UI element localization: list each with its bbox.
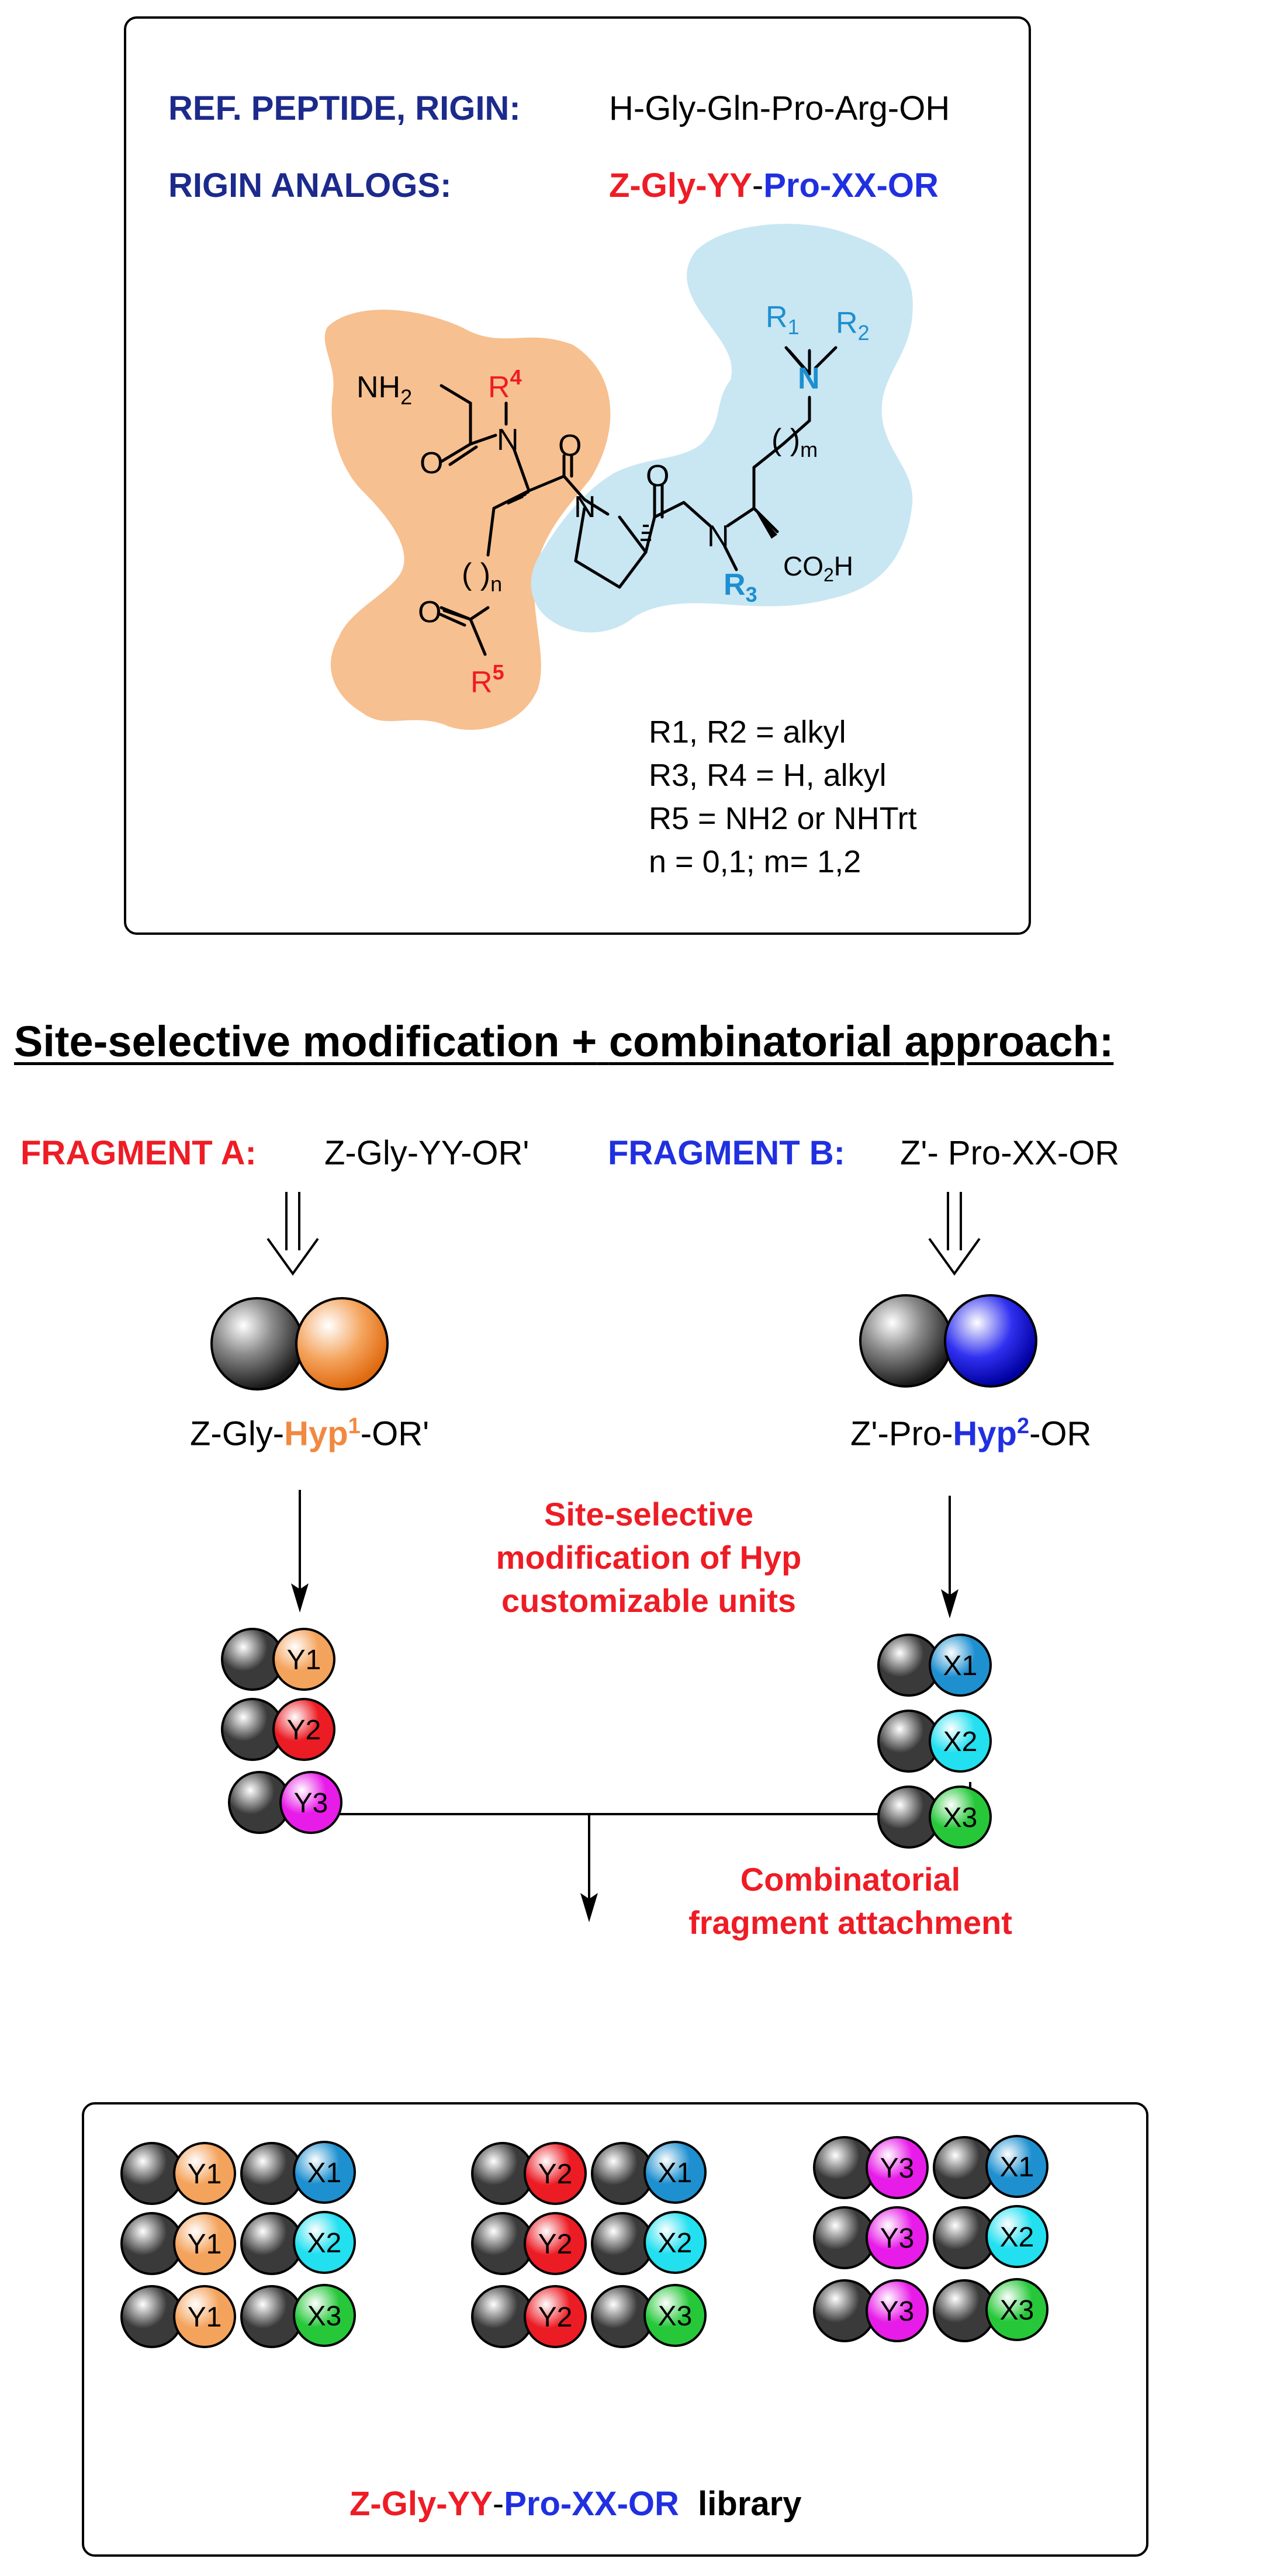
library-y3-x2-x2-bead-label: X2 <box>1000 2222 1034 2253</box>
fragment-b-x3-x3-bead-label: X3 <box>943 1802 978 1833</box>
library-y3-x2-y3-bead <box>866 2206 929 2269</box>
proline-n-label: N <box>574 490 596 524</box>
nh2-label: NH2 <box>357 370 412 409</box>
rigin-analogs-label: RIGIN ANALOGS: <box>168 167 452 204</box>
library-y1-x3-y1-bead <box>173 2285 236 2348</box>
library-y1-x3-y1-bead-label: Y1 <box>188 2302 222 2333</box>
fragment-b-x1-x1-bead-label: X1 <box>943 1651 978 1681</box>
arg-m-bracket-label: ( )m <box>771 423 818 462</box>
library-y1-x2-x2-bead-label: X2 <box>307 2228 342 2259</box>
library-y1-x2-y1-bead-label: Y1 <box>188 2229 222 2260</box>
library-y1-x3-x3-bead <box>293 2284 356 2347</box>
library-y3-x1-x1-bead-label: X1 <box>1000 2152 1034 2183</box>
library-y2-x1-x1-bead-label: X1 <box>658 2158 693 2189</box>
fragment-a-y3-y3-bead-label: Y3 <box>294 1788 328 1819</box>
library-y2-x1-y2-bead-label: Y2 <box>538 2159 573 2190</box>
structure-box <box>124 16 1031 935</box>
library-box <box>82 2102 1148 2557</box>
fragment-a-hyp-formula: Z-Gly-Hyp1-OR' <box>190 1414 430 1453</box>
legend-line-4: n = 0,1; m= 1,2 <box>649 844 861 879</box>
middle-note: Site-selective modification of Hyp custo… <box>496 1496 802 1619</box>
library-y1-x2-y1-bead <box>173 2212 236 2275</box>
amide-n-label: N <box>497 423 519 457</box>
r3-label: R3 <box>724 568 757 606</box>
fragment-a-y2-y2-bead-label: Y2 <box>287 1715 321 1746</box>
library-y3-x1-y3-bead-label: Y3 <box>880 2153 915 2184</box>
fragment-b-x3-x3-bead <box>929 1785 992 1849</box>
library-y1-x3-x3-bead-label: X3 <box>307 2301 342 2332</box>
gln-carbonyl-o: O <box>558 429 582 463</box>
library-y2-x3-x3-bead <box>643 2284 707 2347</box>
pro-carbonyl-o: O <box>646 459 669 493</box>
fragment-a-y1-y1-bead <box>272 1628 335 1691</box>
library-y1-x1-x1-bead-label: X1 <box>307 2158 342 2189</box>
combine-note: Combinatorial fragment attachment <box>688 1861 1012 1941</box>
fragment-a-y2-y2-bead <box>272 1698 335 1761</box>
library-y3-x2-x2-bead <box>985 2205 1048 2268</box>
library-y3-x2-y3-bead-label: Y3 <box>880 2223 915 2254</box>
fragment-b-region <box>531 224 913 633</box>
library-y2-x2-y2-bead-label: Y2 <box>538 2229 573 2260</box>
co2h-label: CO2H <box>783 551 853 585</box>
terminal-n-label: N <box>798 362 820 396</box>
library-y3-x1-x1-bead <box>985 2135 1048 2198</box>
fragment-b-x2-x2-bead-label: X2 <box>943 1726 978 1757</box>
r5-label: R5 <box>470 660 504 699</box>
fragment-flow-graphics <box>210 1192 1037 1922</box>
legend-line-1: R1, R2 = alkyl <box>649 715 846 750</box>
r1-label: R1 <box>766 300 800 339</box>
r4-label: R4 <box>488 365 522 404</box>
hyp2-bead <box>944 1294 1037 1388</box>
fragment-a-y3-y3-bead <box>279 1771 342 1834</box>
rigin-analog-structure: NH2 N R4 O O O O N N R3 CO2H R5 ( )n ( )… <box>324 224 913 730</box>
library-y3-x1-y3-bead <box>866 2136 929 2199</box>
fragment-a-formula: Z-Gly-YY-OR' <box>324 1134 530 1172</box>
library-y2-x2-x2-bead-label: X2 <box>658 2228 693 2259</box>
fragment-b-x1-x1-bead <box>929 1634 992 1697</box>
library-y1-x2-x2-bead <box>293 2211 356 2274</box>
library-y2-x2-x2-bead <box>643 2211 707 2274</box>
gly-carbonyl-o: O <box>420 446 443 480</box>
library-y3-x3-x3-bead <box>985 2278 1048 2341</box>
library-y2-x3-x3-bead-label: X3 <box>658 2301 693 2332</box>
library-y1-x1-y1-bead <box>173 2142 236 2205</box>
library-caption: Z-Gly-YY-Pro-XX-OR library <box>349 2485 802 2523</box>
library-y2-x3-y2-bead-label: Y2 <box>538 2302 573 2333</box>
legend-line-3: R5 = NH2 or NHTrt <box>649 801 917 836</box>
library-y1-x1-x1-bead <box>293 2141 356 2204</box>
fragment-b-formula: Z'- Pro-XX-OR <box>900 1134 1120 1172</box>
fragment-a-label: FRAGMENT A: <box>20 1134 257 1172</box>
fragment-b-label: FRAGMENT B: <box>608 1134 845 1172</box>
ref-peptide-sequence: H-Gly-Gln-Pro-Arg-OH <box>609 89 950 127</box>
library-y3-x3-x3-bead-label: X3 <box>1000 2295 1034 2326</box>
fragment-a-region <box>324 310 611 730</box>
hyp1-bead <box>295 1297 389 1391</box>
library-y2-x2-y2-bead <box>524 2212 587 2275</box>
library-y1-x1-y1-bead-label: Y1 <box>188 2159 222 2190</box>
fragment-b-x2-x2-bead <box>929 1710 992 1773</box>
library-y2-x1-x1-bead <box>643 2141 707 2204</box>
fragment-b-hyp-formula: Z'-Pro-Hyp2-OR <box>850 1414 1092 1453</box>
legend-line-2: R3, R4 = H, alkyl <box>649 758 887 793</box>
approach-heading: Site-selective modification + combinator… <box>14 1017 1114 1066</box>
ref-peptide-label: REF. PEPTIDE, RIGIN: <box>168 89 521 127</box>
rigin-analogs-formula: Z-Gly-YY-Pro-XX-OR <box>609 167 939 204</box>
fragment-a-y1-y1-bead-label: Y1 <box>287 1645 321 1676</box>
r2-label: R2 <box>836 306 870 345</box>
arg-n-label: N <box>707 519 729 553</box>
library-y2-x1-y2-bead <box>524 2142 587 2205</box>
library-y3-x3-y3-bead <box>866 2279 929 2342</box>
side-chain-o: O <box>418 595 441 629</box>
library-y3-x3-y3-bead-label: Y3 <box>880 2296 915 2327</box>
library-y2-x3-y2-bead <box>524 2285 587 2348</box>
